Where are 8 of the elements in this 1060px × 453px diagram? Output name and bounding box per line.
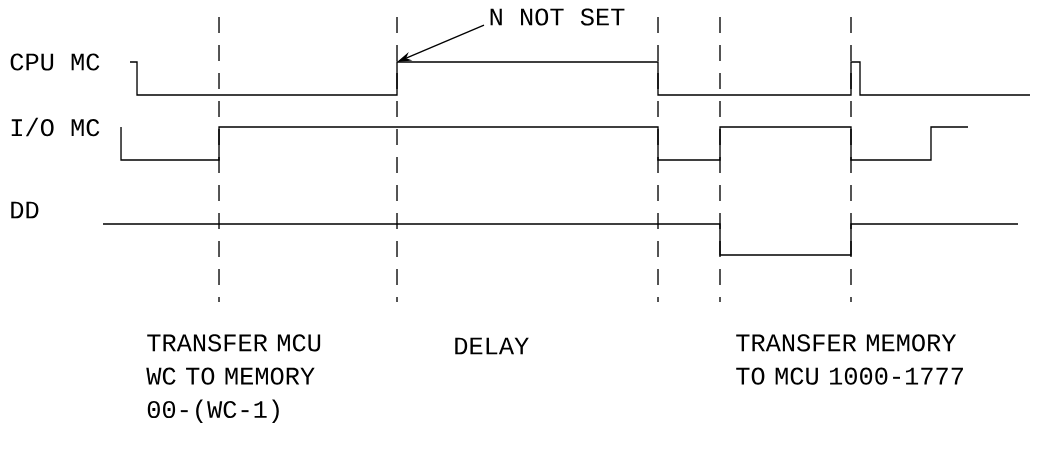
phase-label: DELAY xyxy=(455,337,529,355)
callout-text: N NOT SET xyxy=(490,8,625,26)
signal-name: DD xyxy=(11,201,39,219)
phase-label: TRANSFER MCU WC TO MEMORY 00-(WC-1) xyxy=(146,334,321,424)
waveform xyxy=(129,61,1031,96)
signal-name: CPU MC xyxy=(10,53,100,71)
phase-label: TRANSFER MEMORY TO MCU 1000-1777 xyxy=(736,334,963,385)
signal-name: I/O MC xyxy=(11,117,100,137)
